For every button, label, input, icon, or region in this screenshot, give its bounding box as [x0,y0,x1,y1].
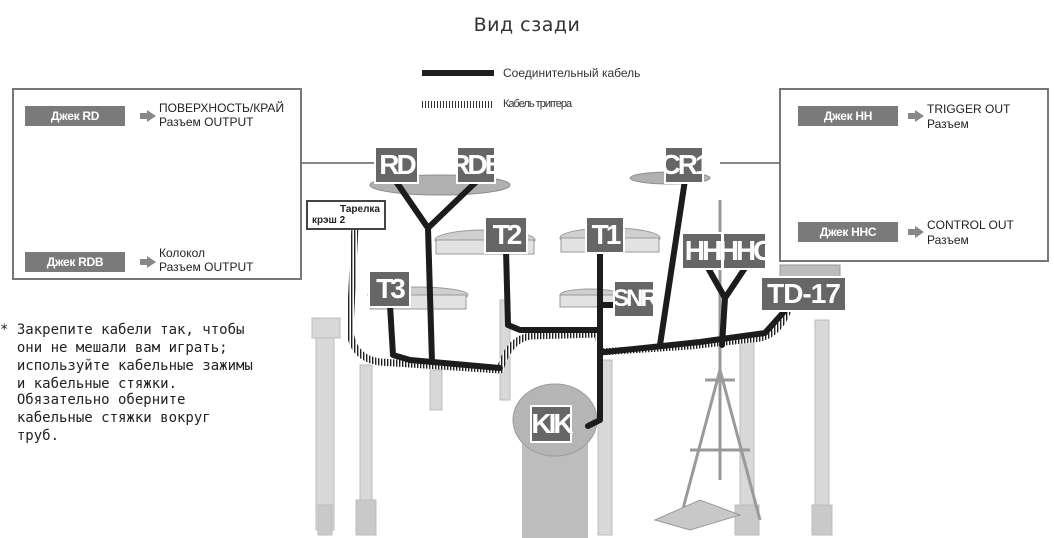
crash2-label-line1: Тарелка [339,204,380,215]
jack-hhc-box: Джек HHC [798,222,898,242]
tag-kik: KIK [530,405,574,443]
jack-hhc-target-line2: Разъем [927,233,969,247]
connection-cables [387,177,793,429]
note-line-7: труб. [0,428,60,444]
jack-hhc-target-line1: CONTROL OUT [927,218,1014,232]
tag-t3: T3 [368,270,411,308]
tag-hhc: HHC [719,232,773,270]
jack-rd-target-line2: Разъем OUTPUT [159,115,254,129]
jack-rdb-target-line1: Колокол [159,246,206,260]
tag-snr: SNR [613,280,658,318]
crash2-label-line2: крэш 2 [312,215,346,226]
arrow-right-icon [140,110,156,122]
note-line-6: кабельные стяжки вокруг [0,410,211,426]
arrow-right-icon [140,256,156,268]
note-line-2: они не мешали вам играть; [0,340,228,356]
tag-td17: TD-17 [760,276,847,312]
legend-connection-label: Соединительный кабель [503,66,641,80]
jack-hh-box: Джек HH [798,106,898,126]
jack-rdb-box: Джек RDB [25,252,125,272]
note-line-1: * Закрепите кабели так, чтобы [0,322,245,338]
jack-rd-target-line1: ПОВЕРХНОСТЬ/КРАЙ [159,101,285,115]
tag-t2: T2 [484,216,528,254]
note-line-4: и кабельные стяжки. [0,376,178,392]
jack-hh-target-line1: TRIGGER OUT [927,102,1011,116]
arrow-right-icon [908,226,924,238]
jack-rd-box: Джек RD [25,106,125,126]
tag-rd: RD [374,146,419,184]
arrow-right-icon [908,110,924,122]
jack-hh-target-line2: Разъем [927,117,969,131]
tag-hh: HH [681,232,723,270]
rack-frame [311,299,833,536]
legend-connection-swatch [422,70,494,76]
tag-t1: T1 [585,216,625,254]
jack-rdb-target-line2: Разъем OUTPUT [159,260,254,274]
legend-trigger-swatch [422,101,494,108]
crash2-label: Тарелка крэш 2 [306,200,386,230]
legend-trigger-label: Кабель триггера [503,98,572,110]
page-title: Вид сзади [473,14,581,36]
tag-cr1: CR1 [661,146,711,184]
tag-rdb: RDB [450,146,505,184]
note-line-5: Обязательно оберните [0,392,186,408]
note-line-3: используйте кабельные зажимы [0,358,253,374]
